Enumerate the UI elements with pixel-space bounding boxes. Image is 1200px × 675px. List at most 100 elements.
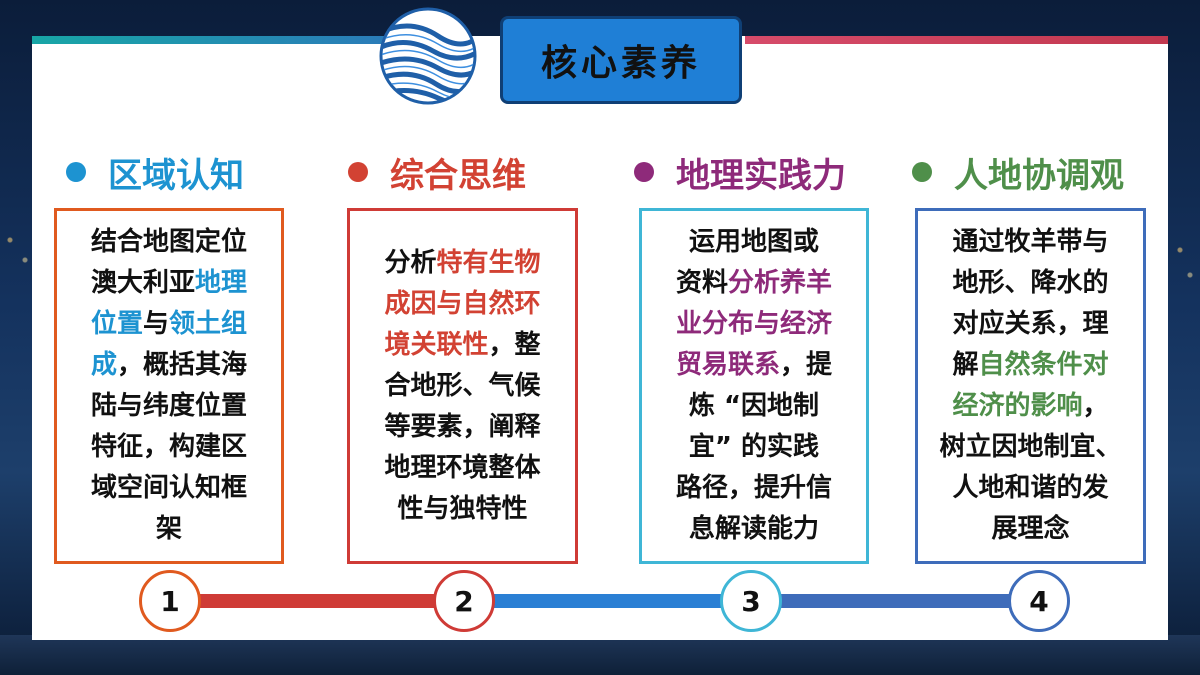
body-text: 炼 “因地制 bbox=[688, 391, 820, 421]
card-line: 贸易联系，提 bbox=[676, 345, 832, 386]
card-line: 域空间认知框 bbox=[91, 468, 247, 509]
body-text: 对应关系，理 bbox=[952, 309, 1109, 339]
card-line: 息解读能力 bbox=[676, 509, 832, 550]
body-text: 结合地图定位 bbox=[90, 227, 247, 257]
body-text: 息解读能力 bbox=[688, 514, 819, 544]
body-text: 澳大利亚 bbox=[90, 268, 195, 298]
top-accent-bar-left bbox=[32, 36, 392, 44]
step-number-1: 1 bbox=[139, 570, 201, 632]
body-text: 架 bbox=[155, 514, 182, 544]
section-heading-2: 综合思维 bbox=[348, 148, 526, 196]
card-line: 位置与领土组 bbox=[91, 304, 247, 345]
card-line: 通过牧羊带与 bbox=[939, 222, 1121, 263]
body-text: 性与独特性 bbox=[397, 493, 528, 524]
highlight-text: 自然条件对 bbox=[978, 350, 1109, 380]
card-line: 架 bbox=[91, 509, 247, 550]
card-line: 解自然条件对 bbox=[939, 345, 1121, 386]
card-line: 炼 “因地制 bbox=[676, 386, 832, 427]
card-line: 资料分析养羊 bbox=[676, 263, 832, 304]
card-text: 运用地图或资料分析养羊业分布与经济贸易联系，提炼 “因地制宜” 的实践路径，提升… bbox=[676, 222, 832, 550]
card-line: 地理环境整体 bbox=[384, 448, 540, 489]
bullet-dot bbox=[634, 162, 654, 182]
body-text: ， bbox=[1082, 391, 1109, 421]
highlight-text: 成因与自然环 bbox=[384, 288, 541, 319]
section-heading-3: 地理实践力 bbox=[634, 148, 846, 196]
card-line: 宜” 的实践 bbox=[676, 427, 832, 468]
section-card-1: 结合地图定位澳大利亚地理位置与领土组成，概括其海陆与纬度位置特征，构建区域空间认… bbox=[54, 208, 284, 564]
section-heading-1: 区域认知 bbox=[66, 148, 244, 196]
card-text: 结合地图定位澳大利亚地理位置与领土组成，概括其海陆与纬度位置特征，构建区域空间认… bbox=[91, 222, 247, 550]
body-text: 人地和谐的发 bbox=[952, 473, 1109, 503]
body-text: 与 bbox=[142, 309, 169, 339]
body-text: 路径，提升信 bbox=[675, 473, 832, 503]
section-card-3: 运用地图或资料分析养羊业分布与经济贸易联系，提炼 “因地制宜” 的实践路径，提升… bbox=[639, 208, 869, 564]
step-number-2: 2 bbox=[433, 570, 495, 632]
background-water bbox=[0, 635, 1200, 675]
body-text: 解 bbox=[952, 350, 979, 380]
section-heading-text: 人地协调观 bbox=[954, 155, 1124, 196]
card-line: 路径，提升信 bbox=[676, 468, 832, 509]
body-text: 等要素，阐释 bbox=[384, 411, 541, 442]
section-card-4: 通过牧羊带与地形、降水的对应关系，理解自然条件对经济的影响，树立因地制宜、人地和… bbox=[915, 208, 1146, 564]
card-line: 地形、降水的 bbox=[939, 263, 1121, 304]
card-line: 对应关系，理 bbox=[939, 304, 1121, 345]
card-line: 人地和谐的发 bbox=[939, 468, 1121, 509]
highlight-text: 位置 bbox=[90, 309, 143, 339]
card-line: 业分布与经济 bbox=[676, 304, 832, 345]
step-number-3: 3 bbox=[720, 570, 782, 632]
body-text: 陆与纬度位置 bbox=[90, 391, 247, 421]
body-text: 特征，构建区 bbox=[90, 432, 247, 462]
body-text: 合地形、气候 bbox=[384, 370, 541, 401]
card-text: 分析特有生物成因与自然环境关联性，整合地形、气候等要素，阐释地理环境整体性与独特… bbox=[384, 243, 540, 530]
card-line: 特征，构建区 bbox=[91, 427, 247, 468]
highlight-text: 地理 bbox=[194, 268, 247, 298]
card-line: 展理念 bbox=[939, 509, 1121, 550]
timeline-connector-3-4 bbox=[778, 594, 1010, 608]
title-box: 核心素养 bbox=[500, 16, 742, 104]
highlight-text: 经济的影响 bbox=[952, 391, 1083, 421]
top-accent-bar-right bbox=[745, 36, 1168, 44]
card-text: 通过牧羊带与地形、降水的对应关系，理解自然条件对经济的影响，树立因地制宜、人地和… bbox=[939, 222, 1121, 550]
highlight-text: 境关联性 bbox=[384, 329, 489, 360]
body-text: ，整 bbox=[488, 329, 541, 360]
card-line: 成因与自然环 bbox=[384, 284, 540, 325]
highlight-text: 分析养羊 bbox=[728, 268, 833, 298]
body-text: 宜” 的实践 bbox=[688, 432, 820, 462]
body-text: 树立因地制宜、 bbox=[939, 432, 1122, 462]
card-line: 合地形、气候 bbox=[384, 366, 540, 407]
body-text: 分析 bbox=[384, 247, 437, 278]
card-line: 境关联性，整 bbox=[384, 325, 540, 366]
highlight-text: 贸易联系 bbox=[675, 350, 780, 380]
card-line: 澳大利亚地理 bbox=[91, 263, 247, 304]
card-line: 陆与纬度位置 bbox=[91, 386, 247, 427]
highlight-text: 特有生物 bbox=[436, 247, 541, 278]
highlight-text: 成 bbox=[90, 350, 117, 380]
section-heading-text: 综合思维 bbox=[390, 155, 526, 196]
bullet-dot bbox=[912, 162, 932, 182]
card-line: 经济的影响， bbox=[939, 386, 1121, 427]
page-title: 核心素养 bbox=[540, 43, 701, 84]
highlight-text: 业分布与经济 bbox=[675, 309, 832, 339]
step-number-4: 4 bbox=[1008, 570, 1070, 632]
bullet-dot bbox=[348, 162, 368, 182]
body-text: 地形、降水的 bbox=[952, 268, 1109, 298]
section-heading-text: 地理实践力 bbox=[676, 155, 846, 196]
body-text: 地理环境整体 bbox=[384, 452, 541, 483]
timeline-connector-1-2 bbox=[200, 594, 436, 608]
body-text: 资料 bbox=[675, 268, 728, 298]
card-line: 性与独特性 bbox=[384, 489, 540, 530]
timeline-connector-2-3 bbox=[492, 594, 724, 608]
body-text: 运用地图或 bbox=[688, 227, 819, 257]
card-line: 运用地图或 bbox=[676, 222, 832, 263]
bullet-dot bbox=[66, 162, 86, 182]
card-line: 树立因地制宜、 bbox=[939, 427, 1121, 468]
section-card-2: 分析特有生物成因与自然环境关联性，整合地形、气候等要素，阐释地理环境整体性与独特… bbox=[347, 208, 578, 564]
body-text: 通过牧羊带与 bbox=[952, 227, 1109, 257]
card-line: 成，概括其海 bbox=[91, 345, 247, 386]
card-line: 结合地图定位 bbox=[91, 222, 247, 263]
section-heading-text: 区域认知 bbox=[108, 155, 244, 196]
body-text: ，概括其海 bbox=[116, 350, 247, 380]
body-text: 展理念 bbox=[991, 514, 1070, 544]
card-line: 分析特有生物 bbox=[384, 243, 540, 284]
globe-icon bbox=[379, 7, 477, 105]
